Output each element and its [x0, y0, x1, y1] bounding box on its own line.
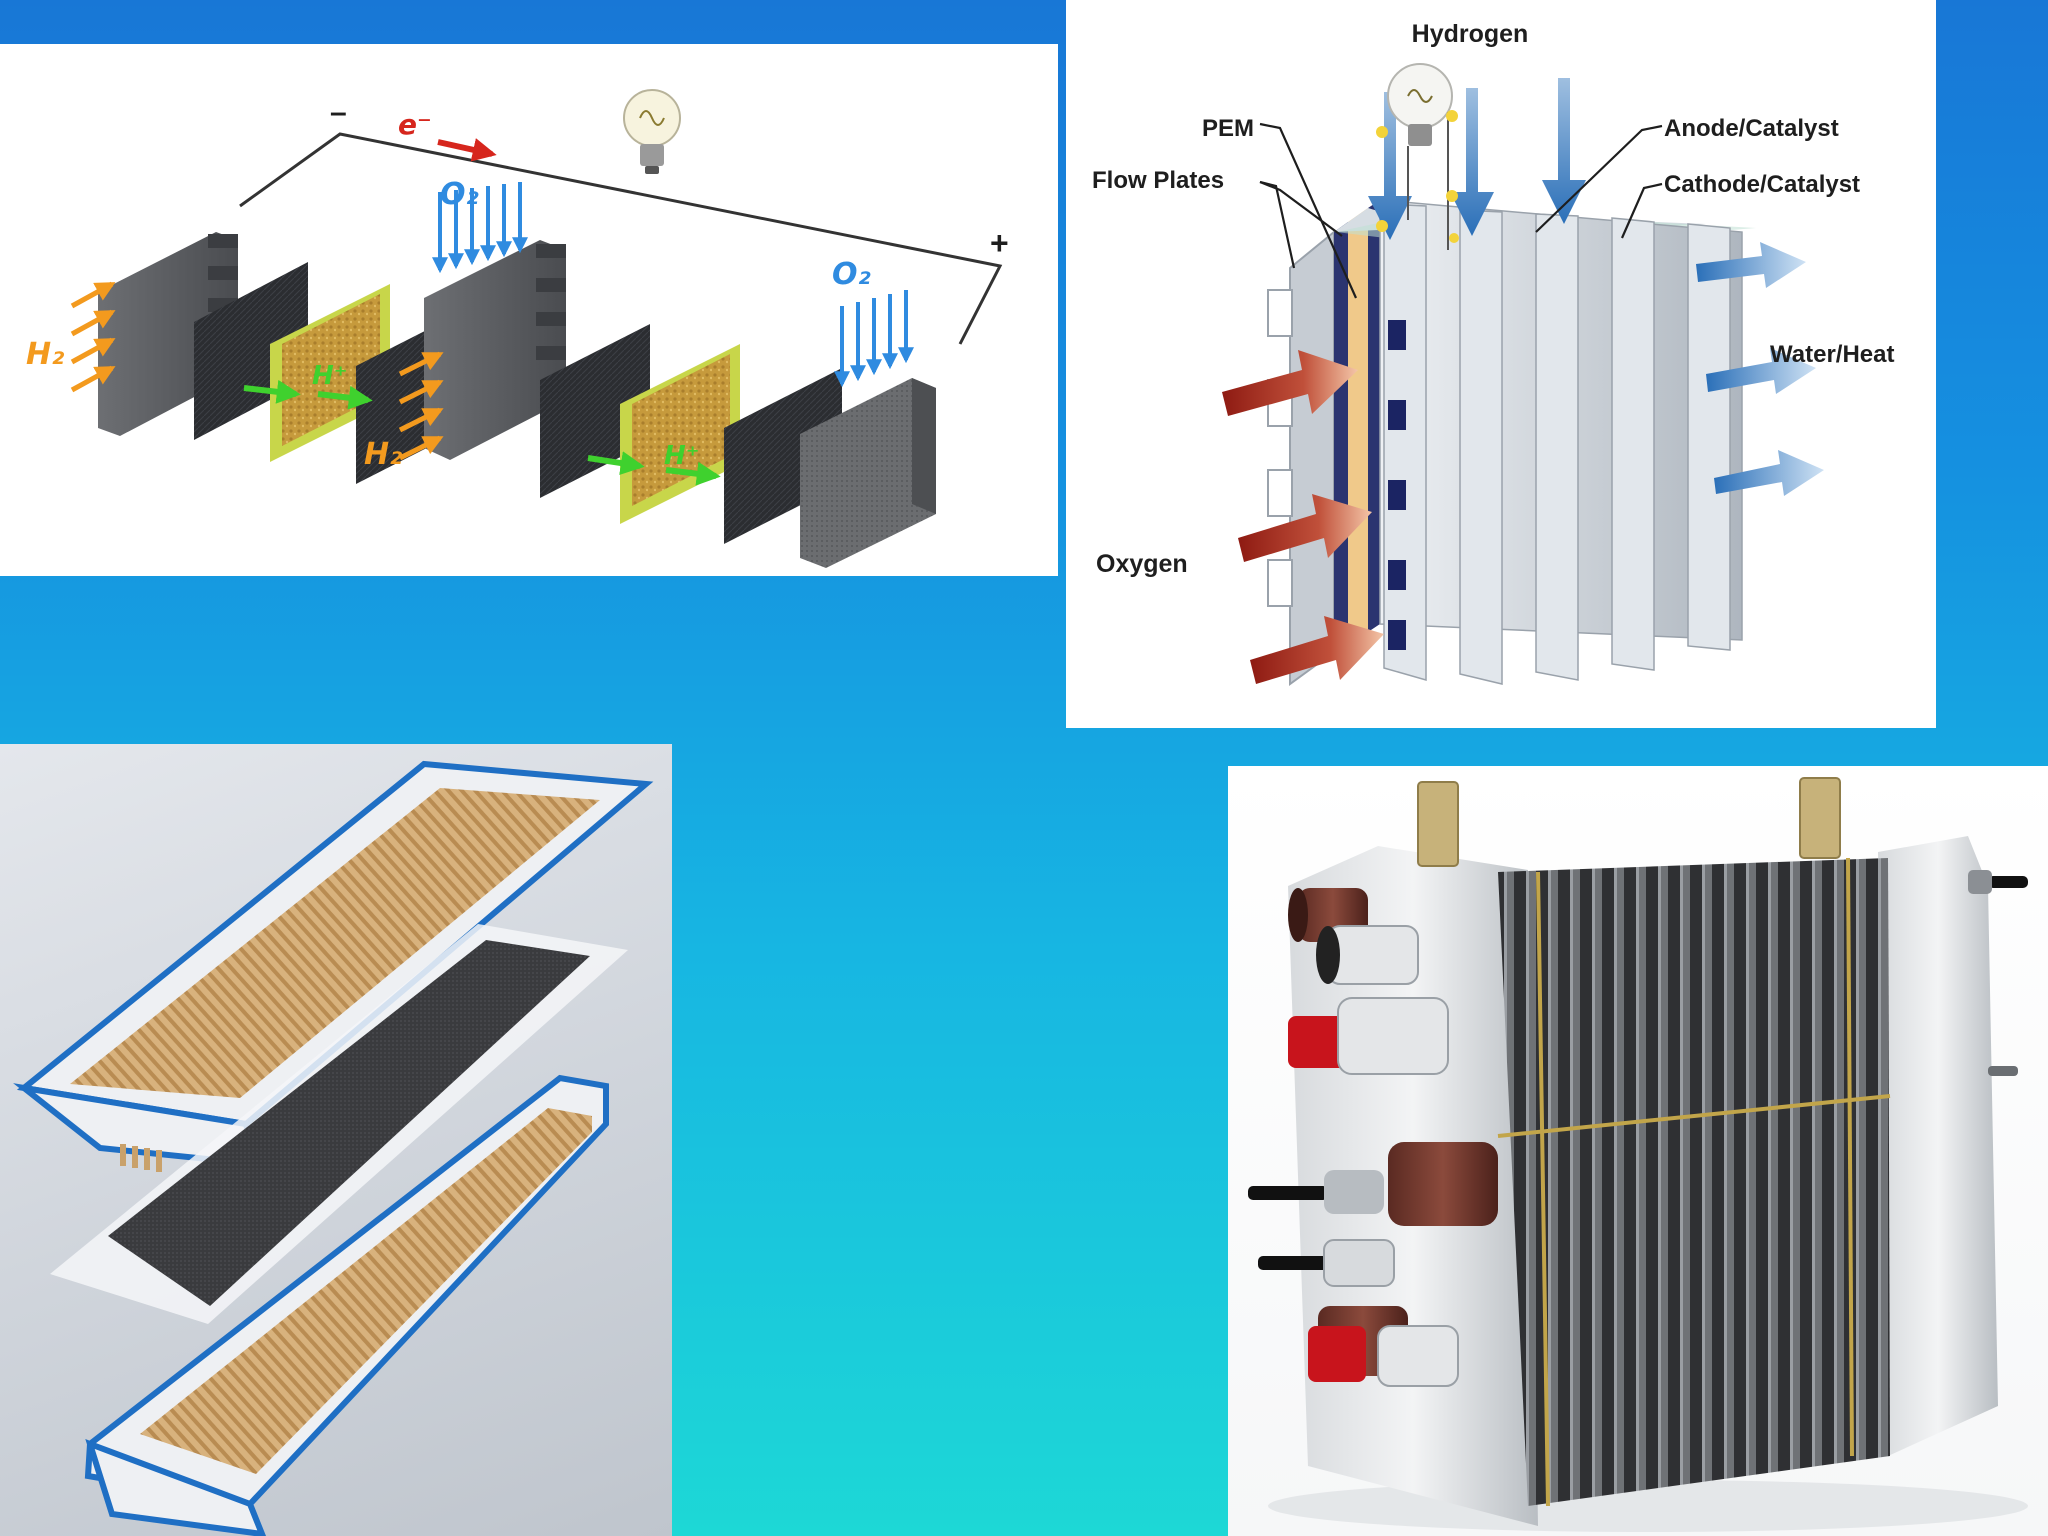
leader-lines — [1259, 122, 1663, 299]
proton-label-2: H⁺ — [664, 441, 699, 471]
rear-end-plate — [1878, 836, 1998, 1456]
bipolar-plate-svg — [13, 760, 654, 1536]
cathode-catalyst-label: Cathode/Catalyst — [1664, 171, 1860, 198]
lightbulb-icon — [623, 89, 681, 174]
gasket-line — [1497, 1094, 1891, 1138]
water-heat-outlet-arrows — [1696, 242, 1824, 496]
exploded-cell-diagram: – + e⁻ — [0, 44, 1058, 576]
hydrogen-label: Hydrogen — [1412, 20, 1529, 48]
pem-cell-labelled-diagram: Hydrogen Oxygen Water/Heat PEM Flow Plat… — [1066, 0, 1936, 728]
oxygen-inlet-arrows-1 — [432, 182, 528, 274]
exploded-cell-svg: – + e⁻ — [26, 89, 1009, 568]
oxygen-label-2: O₂ — [832, 257, 871, 292]
oxygen-inlet-arrows-2 — [834, 290, 914, 388]
proton-arrow-2a — [587, 451, 645, 475]
terminal-tabs — [1417, 777, 1841, 867]
flow-plates-label: Flow Plates — [1092, 167, 1224, 194]
cathode-end-plate — [800, 378, 936, 568]
fuel-cell-stack-svg — [1248, 777, 2028, 1532]
positive-terminal: + — [990, 225, 1009, 261]
oxygen-label: Oxygen — [1096, 550, 1188, 578]
cell-plates — [1498, 858, 1890, 1506]
oxygen-label-1: O₂ — [440, 177, 479, 212]
proton-arrow-2b — [665, 461, 721, 486]
proton-arrow-1a — [243, 379, 301, 404]
oxygen-inlet-arrows — [1222, 350, 1384, 684]
port-fittings — [1248, 870, 2028, 1387]
proton-label-1: H⁺ — [312, 361, 347, 391]
hydrogen-label-2: H₂ — [364, 437, 402, 472]
bipolar-plate-top — [13, 760, 654, 1172]
hydrogen-inlet-arrows-2 — [398, 351, 444, 461]
gas-diffusion-layer-1a — [194, 262, 308, 440]
hydrogen-inlet-arrows-1 — [70, 281, 116, 393]
lightbulb-icon — [1376, 63, 1459, 250]
bipolar-plate — [424, 240, 566, 460]
gas-diffusion-layer-2b — [724, 368, 842, 544]
proton-arrow-1b — [317, 385, 373, 410]
negative-terminal: – — [330, 96, 347, 129]
electron-label: e⁻ — [398, 108, 432, 141]
fuel-cell-stack-photo — [1228, 766, 2048, 1536]
pem-label: PEM — [1202, 115, 1254, 142]
pem-cell-svg: Hydrogen Oxygen Water/Heat PEM Flow Plat… — [1092, 20, 1894, 686]
bipolar-plate-bottom — [84, 1074, 609, 1536]
bipolar-plate-photo — [0, 744, 672, 1536]
water-heat-label: Water/Heat — [1770, 341, 1894, 368]
anode-catalyst-label: Anode/Catalyst — [1664, 115, 1839, 142]
external-circuit-wire — [239, 132, 1003, 345]
hydrogen-label-1: H₂ — [26, 337, 64, 372]
hydrogen-inlet-arrows — [1368, 78, 1586, 240]
membrane-electrode-assembly — [50, 924, 628, 1324]
cell-block — [1267, 199, 1756, 686]
electron-arrow — [437, 138, 497, 162]
